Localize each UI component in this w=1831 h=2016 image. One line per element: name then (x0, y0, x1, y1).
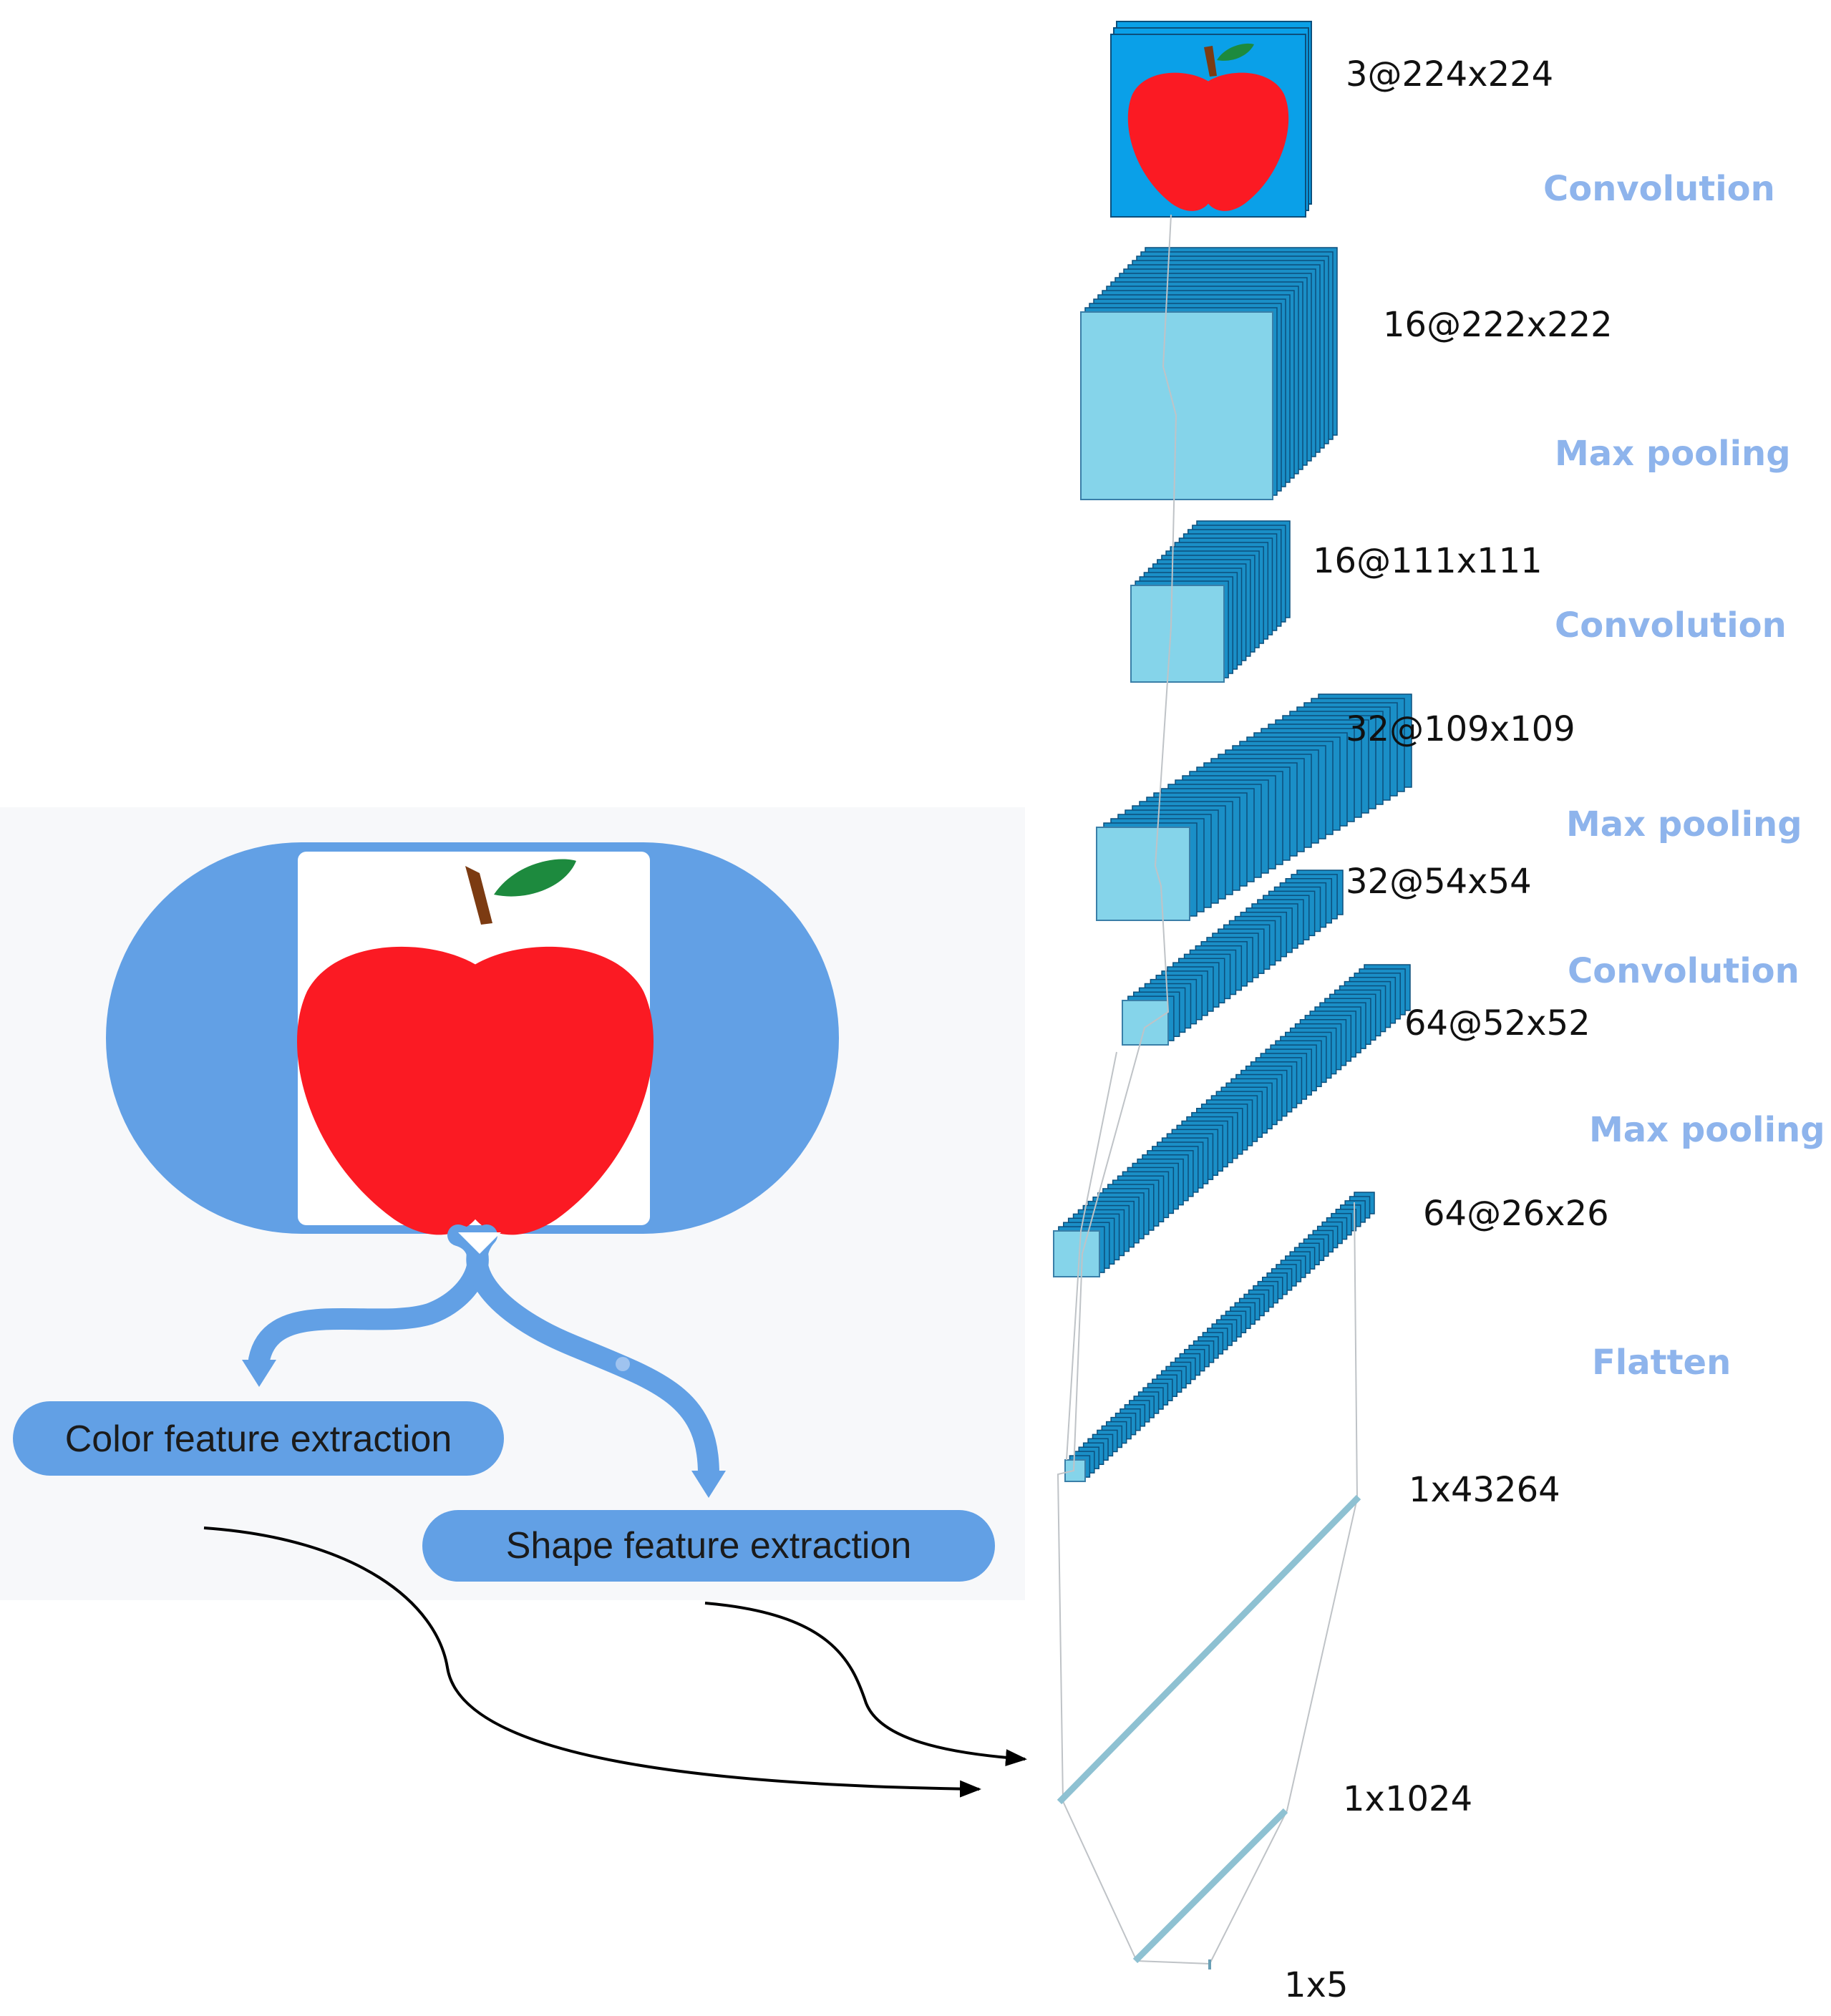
layer-block-conv2 (1096, 693, 1412, 921)
apple-leaf-icon (1217, 43, 1254, 61)
layer-label-dense: 1x1024 (1343, 1779, 1472, 1819)
layer-block-conv3 (1053, 964, 1411, 1277)
operation-label: Max pooling (1589, 1110, 1825, 1150)
layer-bar-dense (1132, 1808, 1288, 1964)
operation-label: Convolution (1555, 605, 1787, 646)
layer-label-output: 1x5 (1284, 1965, 1348, 2005)
layer-label-input: 3@224x224 (1346, 54, 1553, 94)
layer-label-conv3: 64@52x52 (1404, 1003, 1590, 1043)
layer-block-input (1110, 21, 1312, 218)
layer-front-face (1122, 1000, 1169, 1046)
branch-connector-right (466, 1224, 719, 1485)
layer-block-pool2 (1122, 870, 1344, 1046)
operation-label: Max pooling (1555, 434, 1791, 474)
layer-label-conv1: 16@222x222 (1383, 305, 1613, 345)
branch-notch (458, 1232, 501, 1254)
layer-block-pool3 (1064, 1192, 1375, 1482)
layer-label-pool2: 32@54x54 (1346, 862, 1532, 902)
layer-block-pool1 (1130, 520, 1291, 683)
layer-front-face (1130, 585, 1225, 683)
operation-label: Convolution (1568, 951, 1800, 991)
color-feature-pill (13, 1401, 504, 1476)
layer-block-conv1 (1080, 247, 1338, 500)
operation-label: Max pooling (1566, 804, 1802, 844)
color-feature-arrow (203, 1526, 981, 1798)
feature-extraction-panel: Color feature extraction Shape feature e… (0, 807, 1025, 1600)
shape-feature-label: Shape feature extraction (506, 1525, 912, 1567)
operation-label: Flatten (1592, 1343, 1731, 1383)
layer-label-pool1: 16@111x111 (1313, 541, 1543, 581)
cnn-layer-stack: 3@224x224 16@222x222 16@111x111 32@109x109 3… (1053, 21, 1825, 2005)
layer-front-face (1064, 1459, 1086, 1482)
layer-label-pool3: 64@26x26 (1423, 1194, 1609, 1234)
pipeline-connector (1209, 1498, 1358, 1964)
layer-front-face (1080, 311, 1273, 500)
pipeline-connector (1354, 1202, 1358, 1499)
branch-arrow-right (691, 1471, 726, 1498)
apple-stem-icon (465, 866, 492, 925)
connector-dot (616, 1357, 630, 1371)
layer-label-conv2: 32@109x109 (1346, 709, 1575, 749)
layer-bar-flatten (1057, 1494, 1361, 1805)
pipeline-connector (1057, 214, 1210, 1964)
shape-feature-arrow (704, 1602, 1027, 1767)
pipeline-connector (1066, 1051, 1117, 1461)
apple-leaf-icon (494, 859, 576, 897)
branch-arrow-left (242, 1360, 276, 1387)
color-feature-label: Color feature extraction (65, 1418, 452, 1460)
shape-feature-pill (422, 1510, 995, 1582)
layer-front-face (1096, 827, 1190, 921)
operation-label: Convolution (1543, 169, 1775, 209)
layer-front-face (1053, 1230, 1100, 1277)
layer-label-flatten: 1x43264 (1409, 1470, 1560, 1510)
apple-stem-icon (1204, 46, 1217, 77)
